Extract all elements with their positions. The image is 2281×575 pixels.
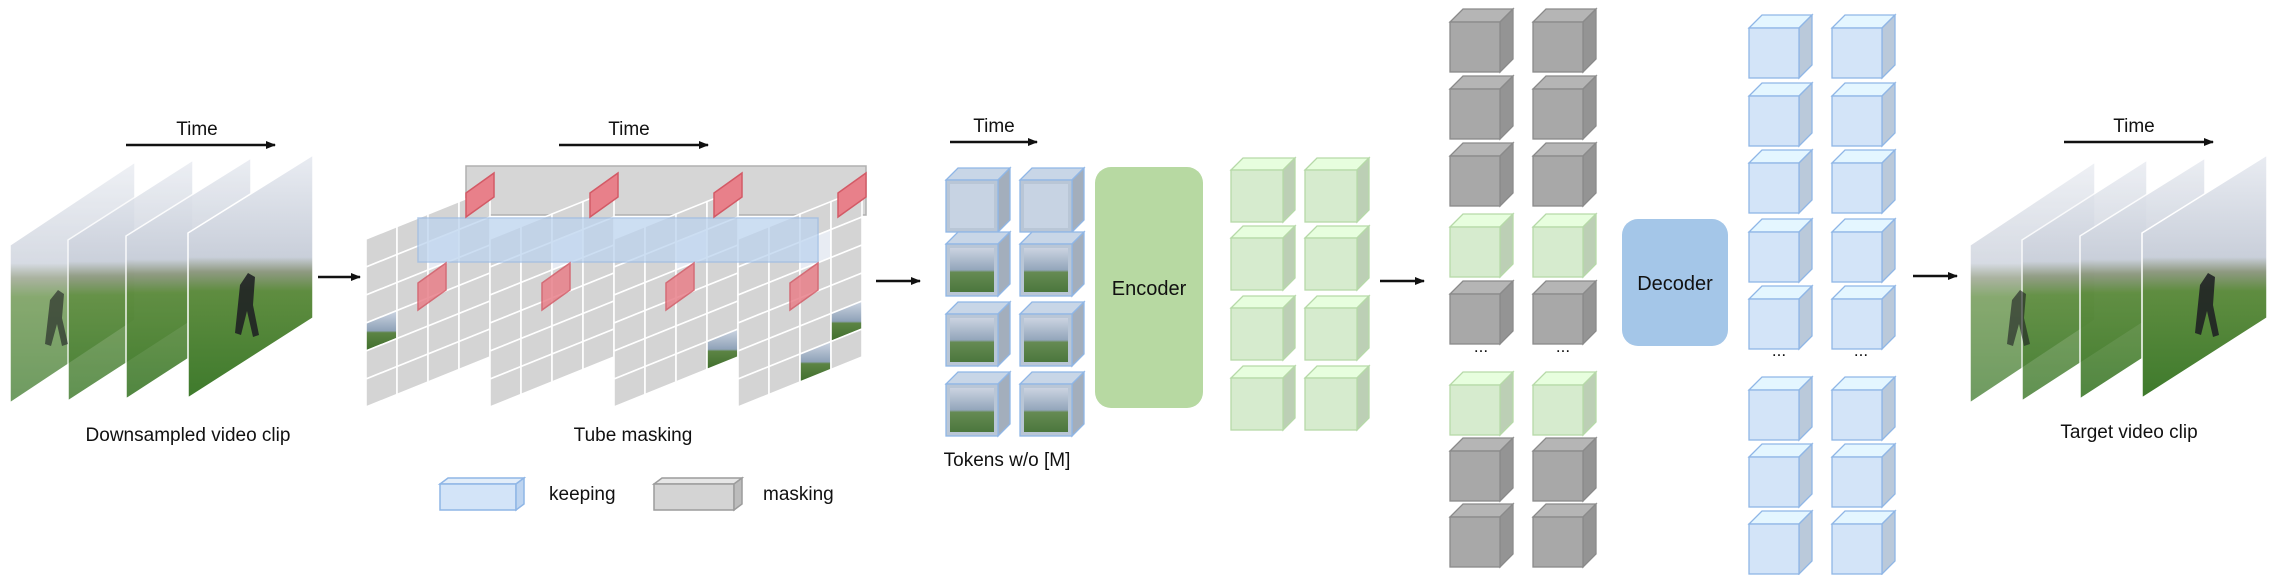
- encoded-token-cube-icon: [1303, 224, 1371, 292]
- masked-frame-grid: [365, 187, 491, 409]
- legend: keeping masking: [437, 476, 834, 512]
- encoded-token-cube-icon: [1531, 212, 1598, 279]
- reconstructed-token-cube-icon: [1830, 442, 1897, 509]
- reconstructed-token-cube-icon: [1747, 148, 1814, 215]
- encoded-token-cube-icon: [1303, 294, 1371, 362]
- ellipsis: ...: [1474, 337, 1488, 356]
- encoded-token-cube-icon: [1448, 370, 1515, 437]
- reconstructed-token-cube-icon: [1830, 375, 1897, 442]
- reconstructed-token-cube-icon: [1830, 284, 1897, 351]
- ellipsis: ...: [1772, 341, 1786, 360]
- mask-token-cube-icon: [1448, 436, 1515, 503]
- mask-token-cube-icon: [1531, 279, 1598, 346]
- token-cube-icon: [1018, 370, 1086, 438]
- mask-token-cube-icon: [1531, 141, 1598, 208]
- target-clip-label: Target video clip: [2060, 422, 2197, 443]
- target-video-clip: Time Target video clip: [1969, 116, 2268, 443]
- reconstructed-token-cube-icon: [1747, 284, 1814, 351]
- tube-masking: Time Tube masking: [365, 119, 867, 446]
- legend-keeping-label: keeping: [549, 484, 616, 505]
- reconstructed-token-cube-icon: [1830, 13, 1897, 80]
- tube-masking-label: Tube masking: [574, 425, 693, 446]
- token-cube-icon: [1018, 230, 1086, 298]
- mask-token-cube-icon: [1448, 74, 1515, 141]
- keep-tube-band: [417, 217, 819, 263]
- token-cube-icon: [944, 370, 1012, 438]
- token-cube-icon: [1018, 166, 1086, 234]
- time-label: Time: [973, 116, 1015, 137]
- decoder-input-token-grid: [1448, 7, 1598, 569]
- reconstructed-token-cube-icon: [1747, 375, 1814, 442]
- mask-token-cube-icon: [1448, 141, 1515, 208]
- token-cube-icon: [1018, 300, 1086, 368]
- encoded-token-cube-icon: [1229, 294, 1297, 362]
- masking-swatch-icon: [651, 476, 745, 512]
- mask-token-cube-icon: [1531, 502, 1598, 569]
- visible-tokens: Time Tokens w/o [M]: [944, 116, 1086, 471]
- mask-token-cube-icon: [1448, 7, 1515, 74]
- encoded-token-cube-icon: [1303, 156, 1371, 224]
- ellipsis: ...: [1854, 341, 1868, 360]
- mask-token-cube-icon: [1531, 7, 1598, 74]
- reconstructed-token-cube-icon: [1747, 13, 1814, 80]
- encoded-token-grid: [1229, 156, 1371, 432]
- token-cube-grid: [944, 166, 1086, 438]
- token-cube-icon: [944, 166, 1012, 234]
- reconstructed-token-cube-icon: [1747, 442, 1814, 509]
- time-label: Time: [608, 119, 650, 140]
- mask-token-cube-icon: [1448, 279, 1515, 346]
- keeping-swatch-icon: [437, 476, 527, 512]
- encoded-token-cube-icon: [1303, 364, 1371, 432]
- encoded-token-cube-icon: [1229, 224, 1297, 292]
- time-label: Time: [176, 119, 218, 140]
- reconstructed-token-cube-icon: [1747, 509, 1814, 575]
- reconstructed-token-cube-icon: [1747, 81, 1814, 148]
- tokens-label: Tokens w/o [M]: [944, 450, 1071, 471]
- video-frame-icon: [1969, 153, 2268, 405]
- encoder-label: Encoder: [1112, 278, 1187, 300]
- mask-tube-band: [465, 165, 867, 216]
- downsampled-clip-label: Downsampled video clip: [86, 425, 291, 446]
- reconstructed-token-cube-icon: [1747, 217, 1814, 284]
- encoded-token-cube-icon: [1448, 212, 1515, 279]
- encoder-block: Encoder: [1095, 167, 1203, 408]
- downsampled-video-clip: Time Downsampled video clip: [9, 119, 314, 446]
- mask-token-cube-icon: [1448, 502, 1515, 569]
- reconstructed-token-cube-icon: [1830, 81, 1897, 148]
- decoder-label: Decoder: [1637, 273, 1713, 295]
- token-cube-icon: [944, 300, 1012, 368]
- token-cube-icon: [944, 230, 1012, 298]
- reconstructed-token-grid: [1747, 13, 1897, 575]
- decoder-block: Decoder: [1622, 219, 1728, 346]
- time-label: Time: [2113, 116, 2155, 137]
- ellipsis: ...: [1556, 337, 1570, 356]
- reconstructed-token-cube-icon: [1830, 509, 1897, 575]
- video-frame-icon: [9, 153, 314, 405]
- encoded-token-cube-icon: [1229, 364, 1297, 432]
- encoded-token-cube-icon: [1531, 370, 1598, 437]
- masked-frame-grid: [489, 187, 615, 409]
- reconstructed-token-cube-icon: [1830, 148, 1897, 215]
- mask-token-cube-icon: [1531, 74, 1598, 141]
- reconstructed-token-cube-icon: [1830, 217, 1897, 284]
- red-mask-patches: [417, 171, 867, 312]
- encoded-token-cube-icon: [1229, 156, 1297, 224]
- mask-token-cube-icon: [1531, 436, 1598, 503]
- legend-masking-label: masking: [763, 484, 834, 505]
